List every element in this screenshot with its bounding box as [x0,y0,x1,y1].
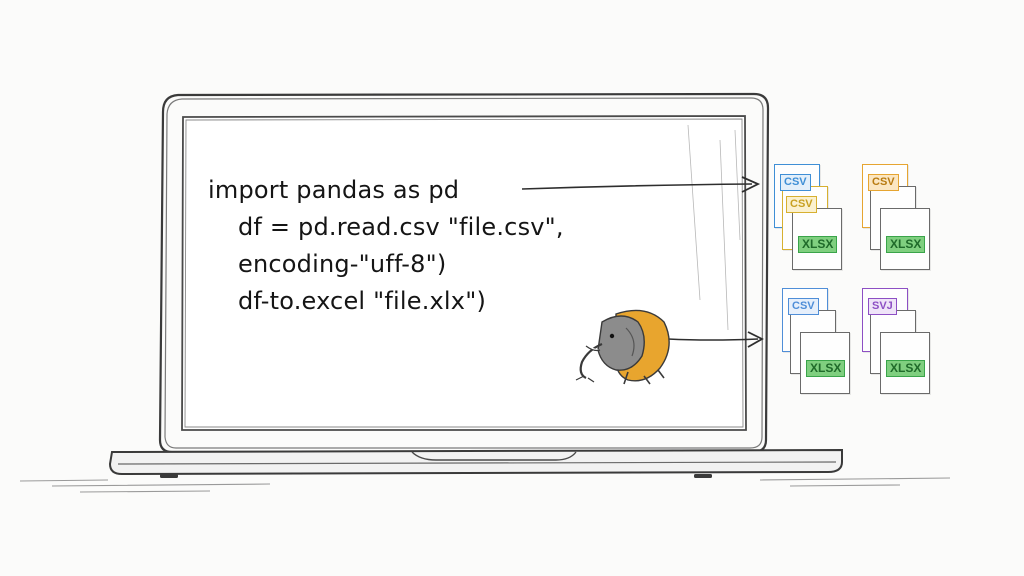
xlsx-tag: XLSX [806,360,846,377]
code-line-read-csv: df = pd.read.csv "file.csv", [238,213,564,241]
xlsx-tag: XLSX [886,236,926,253]
file-stack-4: SVJ XLSX [856,288,942,396]
laptop-lid-outline-echo [164,97,764,449]
screen-hatching [687,124,741,331]
laptop-base-line [117,461,837,465]
csv-tag: CSV [868,174,899,191]
code-snippet: import pandas as pd df = pd.read.csv "fi… [208,172,568,320]
pandas-elephant-mascot-icon [575,309,670,385]
file-stack-3: CSV XLSX [776,288,862,396]
laptop-notch [411,451,577,461]
laptop-foot-right [694,474,712,478]
xlsx-tag: XLSX [798,236,838,253]
right-arrow-head-2 [747,331,764,348]
xlsx-tag: XLSX [886,360,926,377]
laptop-screen-echo [184,118,744,428]
ground-shading [19,477,951,493]
code-line-encoding: encoding-"uff-8") [238,250,447,278]
csv-tag: SVJ [868,298,897,315]
right-arrow-icon [521,183,753,190]
code-line-import: import pandas as pd [208,176,460,204]
right-arrow-head-1 [741,176,761,193]
right-arrow-icon-2 [667,338,759,341]
code-line-to-excel: df-to.excel "file.xlx") [238,287,487,315]
csv-tag: CSV [788,298,819,315]
file-stack-2: CSV XLSX [856,164,942,272]
laptop-base [108,448,843,476]
file-stack-1: CSV CSV XLSX [768,164,854,272]
csv-tag: CSV [780,174,811,191]
csv-tag: CSV [786,196,817,213]
laptop-foot-left [160,474,178,478]
